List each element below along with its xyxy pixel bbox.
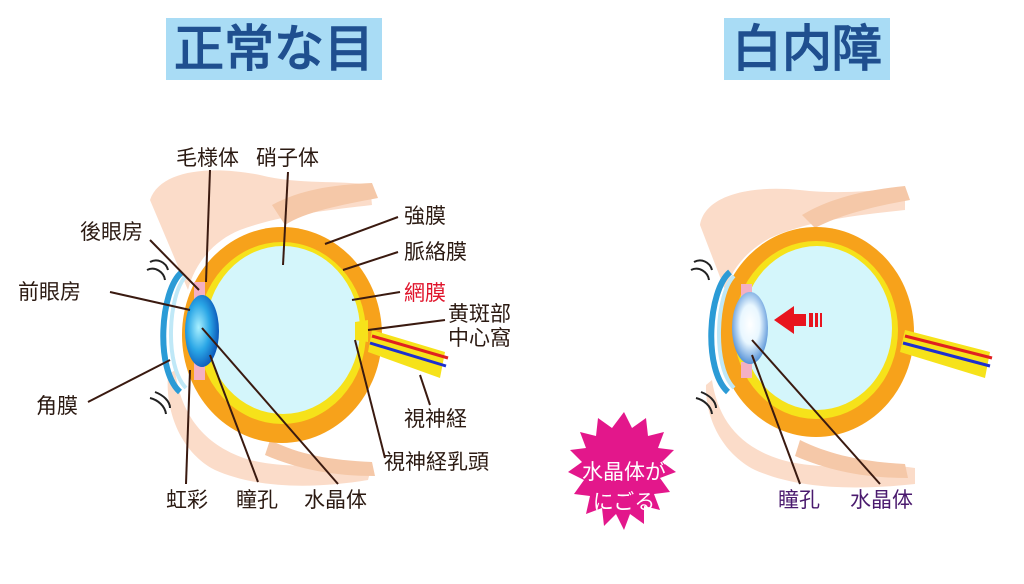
label-optic-nerve: 視神経 <box>404 407 467 431</box>
title-normal-eye: 正常な目 <box>166 18 382 80</box>
label-anterior-chamber: 前眼房 <box>18 280 81 304</box>
upper-muscle <box>272 183 378 225</box>
vitreous-body <box>206 246 360 414</box>
lens <box>185 295 219 367</box>
lower-eyelid <box>167 370 372 486</box>
upper-eyelid-2 <box>700 188 905 290</box>
normal-eye <box>87 169 449 486</box>
label-sclera: 強膜 <box>404 204 446 228</box>
arrow-icon <box>774 306 822 334</box>
label-cataract-lens: 水晶体 <box>850 488 913 512</box>
cornea <box>160 269 185 395</box>
label-fovea: 中心窩 <box>448 326 511 350</box>
lower-muscle <box>265 440 375 476</box>
cloudy-lens <box>732 292 768 364</box>
badge-line-1: 水晶体が <box>582 460 666 484</box>
cataract-eye <box>690 186 993 488</box>
label-posterior-chamber: 後眼房 <box>80 220 143 244</box>
label-cataract-pupil: 瞳孔 <box>778 488 820 512</box>
label-iris: 虹彩 <box>166 488 208 512</box>
label-vitreous-body: 硝子体 <box>256 146 319 170</box>
lower-eyelid-2 <box>705 380 915 488</box>
label-choroid: 脈絡膜 <box>404 240 467 264</box>
badge-text: 水晶体が にごる <box>560 457 688 517</box>
label-cornea: 角膜 <box>36 394 78 418</box>
label-retina: 網膜 <box>404 281 446 305</box>
macula-notch <box>355 320 368 342</box>
label-ciliary-body: 毛様体 <box>176 146 239 170</box>
label-lens: 水晶体 <box>304 488 367 512</box>
label-pupil: 瞳孔 <box>236 488 278 512</box>
label-macula: 黄斑部 <box>448 302 511 326</box>
label-optic-disc: 視神経乳頭 <box>384 450 489 474</box>
title-cataract: 白内障 <box>724 18 890 80</box>
badge-line-2: にごる <box>592 490 656 514</box>
cloudy-lens-badge <box>568 412 676 530</box>
